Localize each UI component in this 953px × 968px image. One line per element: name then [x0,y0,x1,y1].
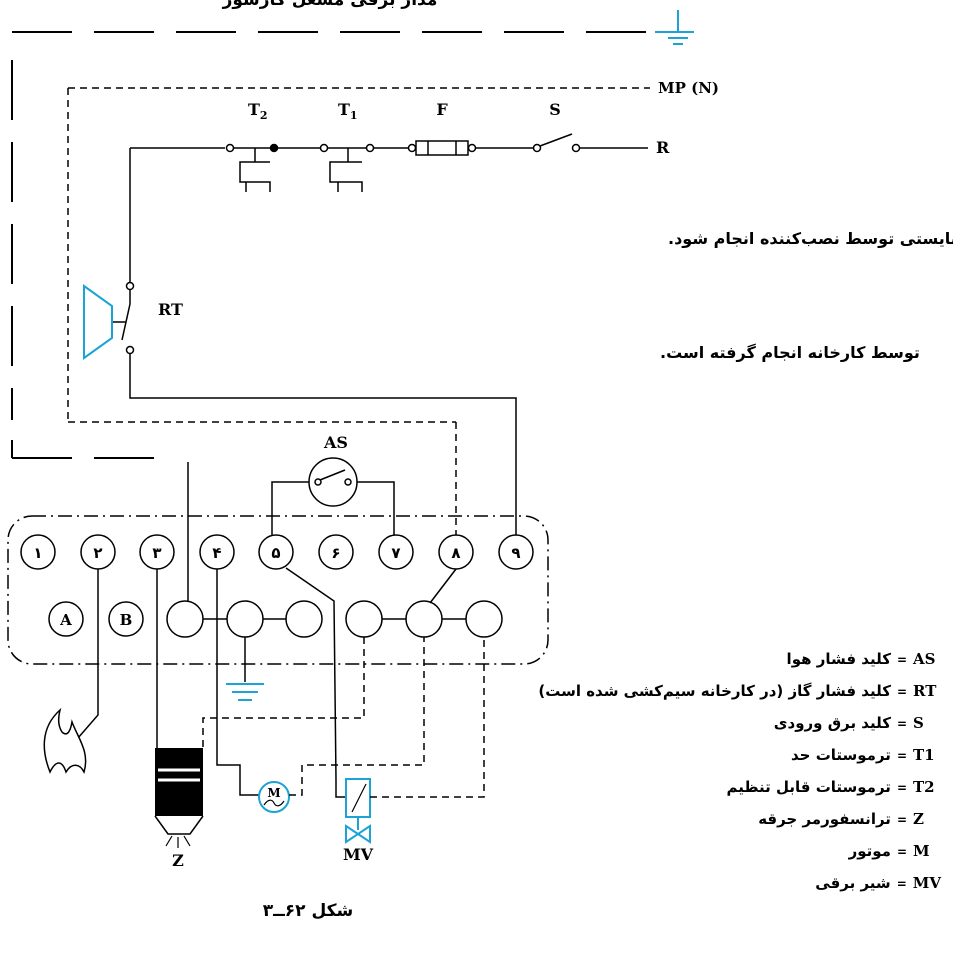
note-installer: بایستی توسط نصب‌کننده انجام شود. [668,229,953,248]
legend-item-m: M = موتور [321,842,941,874]
legend-code: M [913,842,930,860]
diagram-title: مدار برقی مشعل گازسوز [222,0,438,10]
legend-code: RT [913,682,937,700]
terminal-label-5: ۵ [271,544,280,562]
terminal-label-1: ۱ [33,544,42,562]
thermostat-t1 [319,143,375,192]
legend-desc: کلید فشار هوا [786,650,891,668]
legend-desc: کلید برق ورودی [773,714,891,732]
lower-terminal-a: A [59,611,72,629]
terminal-block [7,515,549,665]
legend-item-mv: MV = شیر برقی [815,874,941,892]
legend-desc: ترموستات حد [791,746,891,764]
label-t1: T1 [338,100,358,122]
legend: AS = کلید فشار هوا RT = کلید فشار گاز (د… [321,650,941,906]
legend-desc: ترانسفورمر جرقه [758,810,891,828]
legend-code: Z [913,810,924,828]
switch-s [532,133,581,153]
wire-as-terminal-7 [357,481,395,540]
label-mp: MP (N) [658,79,719,97]
legend-code: T1 [913,746,935,764]
terminal-label-2: ۲ [93,544,102,562]
legend-code: T2 [913,778,935,796]
wire-mv-left [335,780,346,798]
legend-item-s: S = کلید برق ورودی [321,714,941,746]
gas-pressure-switch-rt [83,281,135,360]
label-mv: MV [343,845,374,864]
air-pressure-switch-as [308,457,358,507]
solenoid-valve-mv [345,778,371,844]
thermostat-t2 [225,143,279,192]
fuse-f [407,140,477,156]
legend-item-z: Z = ترانسفورمر جرقه [321,810,941,842]
wire-motor-dashed [289,637,425,796]
motor-icon [258,781,290,813]
terminal-label-6: ۶ [331,544,340,562]
legend-desc: موتور [848,842,891,860]
terminal-label-7: ۷ [391,544,400,562]
legend-code: AS [913,650,936,668]
wire-as-terminal-5 [271,481,309,540]
legend-code: MV [912,874,941,892]
legend-desc: ترموستات قابل تنظیم [726,778,891,796]
legend-desc: شیر برقی [815,874,891,892]
internal-wiring [187,520,457,781]
wire-z-dashed [202,637,365,748]
legend-item-rt: RT = کلید فشار گاز (در کارخانه سیم‌کشی ش… [321,682,941,714]
label-s: S [549,100,561,119]
wire-terminal-4-motor [216,569,259,796]
legend-item-as: AS = کلید فشار هوا [321,650,941,682]
terminal-label-4: ۴ [212,544,221,562]
label-m: M [267,786,280,800]
label-f: F [436,100,448,119]
note-factory: توسط کارخانه انجام گرفته است. [660,343,920,362]
legend-item-t1: T1 = ترموستات حد [321,746,941,778]
label-r: R [656,138,670,157]
legend-code: S [913,714,924,732]
flame-icon [43,707,87,775]
ground-symbol-top [655,10,694,45]
ignition-transformer-z [154,748,204,848]
label-rt: RT [158,300,183,319]
terminal-label-9: ۹ [511,544,520,562]
label-t2: T2 [248,100,268,122]
terminal-label-8: ۸ [451,544,460,562]
terminal-label-3: ۳ [152,544,161,562]
ground-symbol-bottom [226,683,264,701]
terminal-row [20,534,534,570]
label-z: Z [172,851,184,870]
figure-caption: شکل ۶۲ــ۳ [263,901,353,921]
wire-terminal-2-flame [77,569,99,739]
wire-mv-dashed [370,637,485,798]
wire-rt-terminal-9 [129,354,517,540]
label-as: AS [323,433,348,452]
legend-item-t2: T2 = ترموستات قابل تنظیم [321,778,941,810]
lower-terminal-b: B [120,611,133,629]
legend-desc: کلید فشار گاز (در کارخانه سیم‌کشی شده اس… [538,682,891,700]
